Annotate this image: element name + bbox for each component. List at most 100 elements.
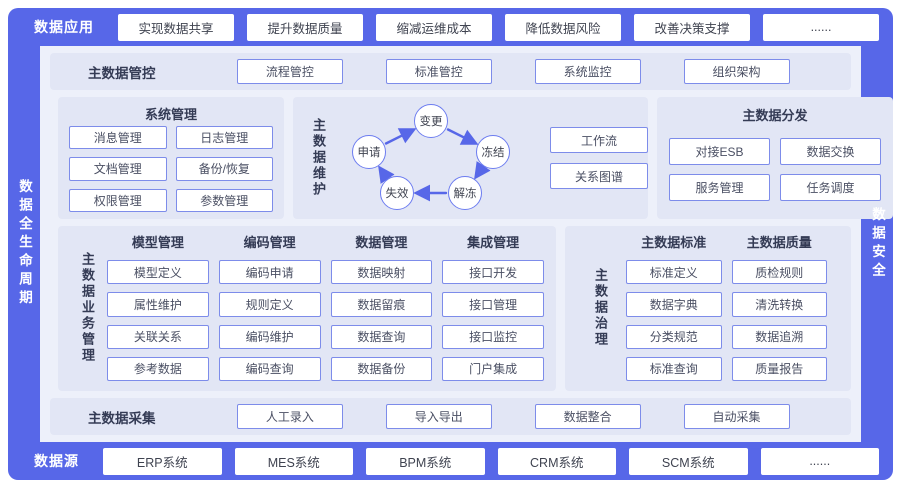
distribution-item-service: 服务管理 [669, 173, 770, 201]
source-item-scm: SCM系统 [629, 447, 748, 475]
system-item-doc: 文档管理 [69, 157, 167, 181]
business-group-coding: 编码管理 编码申请 规则定义 编码维护 编码查询 [218, 234, 321, 381]
system-mgmt-grid: 消息管理 日志管理 文档管理 备份/恢复 权限管理 参数管理 [69, 126, 273, 212]
panel-business: 主数据业务管理 模型管理 模型定义 属性维护 关联关系 参考数据 编码管理 编码… [58, 226, 556, 391]
collection-title: 主数据采集 [88, 410, 156, 426]
lifecycle-label: 数据全生命周期 [17, 179, 32, 309]
architecture-frame: 数据应用 实现数据共享 提升数据质量 缩减运维成本 降低数据风险 改善决策支撑 … [8, 8, 893, 480]
data-application-label: 数据应用 [34, 19, 94, 35]
control-items: 流程管控 标准管控 系统监控 组织架构 [216, 59, 812, 84]
control-title: 主数据管控 [88, 65, 156, 81]
governance-group-standard: 主数据标准 标准定义 数据字典 分类规范 标准查询 [626, 234, 722, 381]
middle-band: 数据全生命周期 主数据管控 流程管控 标准管控 系统监控 组织架构 系统管理 消… [8, 46, 893, 442]
group-title: 数据管理 [355, 235, 408, 250]
business-group-integration: 集成管理 接口开发 接口管理 接口监控 门户集成 [442, 234, 544, 381]
system-item-backup: 备份/恢复 [175, 157, 273, 181]
business-item: 属性维护 [107, 292, 209, 317]
governance-item: 分类规范 [626, 324, 722, 349]
business-item: 接口开发 [442, 260, 544, 285]
panel-control: 主数据管控 流程管控 标准管控 系统监控 组织架构 [50, 53, 851, 90]
distribution-grid: 对接ESB 数据交换 服务管理 任务调度 [669, 127, 881, 211]
collection-item-integrate: 数据整合 [534, 404, 641, 429]
business-item: 数据映射 [330, 260, 433, 285]
business-item: 编码维护 [218, 324, 321, 349]
cycle-arrows-svg [378, 128, 491, 202]
governance-group-quality: 主数据质量 质检规则 清洗转换 数据追溯 质量报告 [731, 234, 827, 381]
distribution-item-exchange: 数据交换 [780, 137, 881, 165]
data-source-label: 数据源 [34, 453, 79, 469]
control-item-process: 流程管控 [236, 59, 343, 84]
distribution-item-schedule: 任务调度 [780, 173, 881, 201]
business-item: 编码查询 [218, 356, 321, 381]
app-item-quality: 提升数据质量 [247, 13, 363, 41]
business-item: 编码申请 [218, 260, 321, 285]
panel-distribution: 主数据分发 对接ESB 数据交换 服务管理 任务调度 [657, 97, 893, 219]
row-middle: 系统管理 消息管理 日志管理 文档管理 备份/恢复 权限管理 参数管理 主数据维… [58, 97, 893, 219]
data-application-bar: 数据应用 实现数据共享 提升数据质量 缩减运维成本 降低数据风险 改善决策支撑 … [8, 8, 893, 46]
distribution-item-esb: 对接ESB [669, 137, 770, 165]
governance-title: 主数据治理 [593, 267, 608, 348]
business-item: 数据留痕 [330, 292, 433, 317]
row-lower: 主数据业务管理 模型管理 模型定义 属性维护 关联关系 参考数据 编码管理 编码… [58, 226, 851, 391]
business-item: 关联关系 [107, 324, 209, 349]
business-item: 规则定义 [218, 292, 321, 317]
security-sidebar: 数据安全 [861, 46, 893, 442]
data-application-items: 实现数据共享 提升数据质量 缩减运维成本 降低数据风险 改善决策支撑 .....… [118, 13, 879, 41]
cycle-node-invalid: 失效 [380, 176, 414, 210]
panel-governance: 主数据治理 主数据标准 标准定义 数据字典 分类规范 标准查询 主数据质量 质检… [565, 226, 851, 391]
business-item: 接口监控 [442, 324, 544, 349]
data-source-items: ERP系统 MES系统 BPM系统 CRM系统 SCM系统 ...... [103, 447, 879, 475]
cycle-node-apply: 申请 [352, 135, 386, 169]
business-item: 数据查询 [330, 324, 433, 349]
app-item-share: 实现数据共享 [118, 13, 234, 41]
cycle-node-freeze: 冻结 [476, 135, 510, 169]
control-item-standard: 标准管控 [385, 59, 492, 84]
source-item-mes: MES系统 [234, 447, 353, 475]
governance-item: 标准定义 [626, 260, 722, 285]
business-item: 数据备份 [330, 356, 433, 381]
source-item-crm: CRM系统 [497, 447, 616, 475]
app-item-cost: 缩减运维成本 [376, 13, 492, 41]
cycle-node-change: 变更 [414, 104, 448, 138]
business-group-data: 数据管理 数据映射 数据留痕 数据查询 数据备份 [330, 234, 433, 381]
collection-item-auto: 自动采集 [683, 404, 790, 429]
panel-system-mgmt: 系统管理 消息管理 日志管理 文档管理 备份/恢复 权限管理 参数管理 [58, 97, 284, 219]
business-item: 接口管理 [442, 292, 544, 317]
group-title: 集成管理 [467, 235, 520, 250]
business-title: 主数据业务管理 [80, 251, 95, 364]
source-item-more: ...... [760, 447, 879, 475]
content-area: 主数据管控 流程管控 标准管控 系统监控 组织架构 系统管理 消息管理 日志管理… [40, 46, 893, 442]
system-item-permission: 权限管理 [69, 188, 167, 212]
security-label: 数据安全 [870, 207, 885, 281]
app-item-decision: 改善决策支撑 [634, 13, 750, 41]
group-title: 编码管理 [243, 235, 296, 250]
cycle-node-unfreeze: 解冻 [448, 176, 482, 210]
group-title: 主数据标准 [641, 235, 707, 250]
business-item: 参考数据 [107, 356, 209, 381]
source-item-bpm: BPM系统 [366, 447, 485, 475]
lifecycle-sidebar: 数据全生命周期 [8, 46, 40, 442]
maintenance-item-graph: 关系图谱 [550, 163, 648, 189]
business-item: 门户集成 [442, 356, 544, 381]
group-title: 模型管理 [131, 235, 184, 250]
control-item-monitor: 系统监控 [534, 59, 641, 84]
panel-collection: 主数据采集 人工录入 导入导出 数据整合 自动采集 [50, 398, 851, 435]
governance-item: 数据字典 [626, 292, 722, 317]
governance-item: 清洗转换 [731, 292, 827, 317]
business-group-model: 模型管理 模型定义 属性维护 关联关系 参考数据 [107, 234, 209, 381]
system-item-param: 参数管理 [175, 188, 273, 212]
collection-item-import: 导入导出 [385, 404, 492, 429]
maintenance-items: 工作流 关系图谱 [550, 127, 648, 189]
maintenance-title: 主数据维护 [311, 118, 326, 198]
maintenance-item-workflow: 工作流 [550, 127, 648, 153]
system-mgmt-title: 系统管理 [144, 107, 197, 122]
lifecycle-cycle-diagram: 变更 冻结 解冻 失效 申请 [340, 102, 530, 214]
governance-groups: 主数据标准 标准定义 数据字典 分类规范 标准查询 主数据质量 质检规则 清洗转… [626, 234, 827, 381]
control-item-org: 组织架构 [683, 59, 790, 84]
distribution-title: 主数据分发 [742, 108, 808, 123]
source-item-erp: ERP系统 [103, 447, 222, 475]
collection-item-manual: 人工录入 [236, 404, 343, 429]
data-source-bar: 数据源 ERP系统 MES系统 BPM系统 CRM系统 SCM系统 ...... [8, 442, 893, 480]
app-item-risk: 降低数据风险 [505, 13, 621, 41]
governance-item: 标准查询 [626, 356, 722, 381]
